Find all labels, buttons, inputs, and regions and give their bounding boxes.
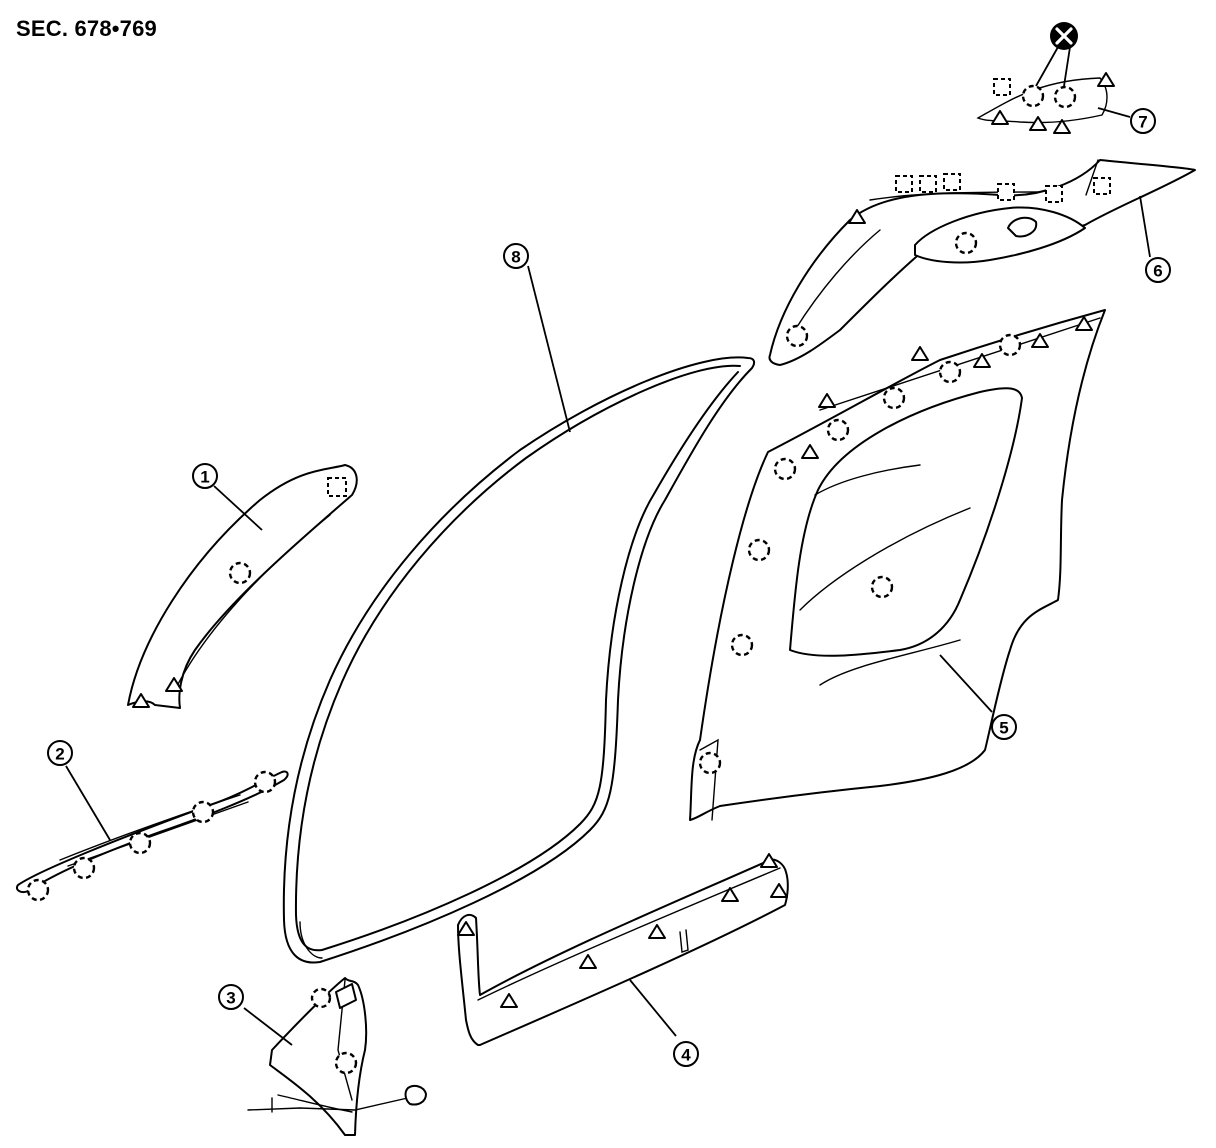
triangle-clip-icon: [973, 353, 991, 368]
callout-5: 5: [991, 714, 1017, 740]
dashed-circle-clip-icon: [128, 831, 152, 855]
triangle-clip-icon: [1075, 316, 1093, 331]
triangle-clip-icon: [165, 677, 183, 692]
triangle-clip-icon: [818, 393, 836, 408]
part-1-pillar-garnish: [127, 464, 358, 709]
dashed-square-clip-icon: [943, 173, 961, 191]
dashed-circle-clip-icon: [698, 751, 722, 775]
svg-text:2: 2: [55, 745, 64, 764]
dashed-square-clip-icon: [327, 477, 347, 497]
dashed-square-clip-icon: [895, 175, 913, 193]
triangle-clip-icon: [721, 887, 739, 902]
callout-1: 1: [192, 463, 218, 489]
callout-2: 2: [47, 740, 73, 766]
leader-lines: [65, 107, 1151, 1046]
square-symbols: [327, 78, 1111, 497]
triangle-clip-icon: [500, 993, 518, 1008]
dashed-circle-clip-icon: [773, 457, 797, 481]
dashed-circle-clip-icon: [334, 1051, 358, 1075]
dashed-circle-clip-icon: [1053, 85, 1077, 109]
dashed-circle-clip-icon: [870, 575, 894, 599]
triangle-clip-icon: [801, 444, 819, 459]
triangle-clip-icon: [1029, 116, 1047, 131]
clip-symbols: [26, 84, 1077, 1075]
triangle-clip-icon: [457, 921, 475, 936]
part-2-sill-strip: [16, 770, 289, 894]
dashed-circle-clip-icon: [310, 987, 332, 1009]
dashed-circle-clip-icon: [730, 633, 754, 657]
part-4-rocker-trim: [457, 858, 789, 1046]
dashed-circle-clip-icon: [228, 561, 252, 585]
dashed-square-clip-icon: [993, 78, 1011, 96]
triangle-clip-icon: [770, 883, 788, 898]
svg-text:8: 8: [511, 248, 520, 267]
callout-4: 4: [673, 1041, 699, 1067]
triangle-clip-icon: [1097, 72, 1115, 87]
dashed-circle-clip-icon: [938, 360, 962, 384]
callout-3: 3: [218, 984, 244, 1010]
svg-text:1: 1: [200, 468, 209, 487]
part-3-lower-finisher: [247, 977, 427, 1136]
triangle-clip-icon: [648, 924, 666, 939]
callouts: 1 2 3 4 5 6 7 8: [47, 108, 1171, 1067]
dashed-circle-clip-icon: [954, 231, 978, 255]
dashed-square-clip-icon: [1045, 185, 1063, 203]
svg-text:3: 3: [226, 989, 235, 1008]
dashed-square-clip-icon: [997, 183, 1015, 201]
triangle-clip-icon: [760, 853, 778, 868]
part-7-small-panel: [976, 22, 1108, 124]
dashed-circle-clip-icon: [1021, 84, 1045, 108]
part-8-weatherstrip: [282, 356, 756, 964]
dashed-circle-clip-icon: [826, 418, 850, 442]
dashed-circle-clip-icon: [998, 333, 1022, 357]
dashed-circle-clip-icon: [253, 770, 277, 794]
dashed-square-clip-icon: [919, 175, 937, 193]
dashed-circle-clip-icon: [26, 878, 50, 902]
triangle-clip-icon: [848, 209, 866, 224]
dashed-circle-clip-icon: [785, 324, 809, 348]
triangle-clip-icon: [911, 346, 929, 361]
dashed-circle-clip-icon: [882, 386, 906, 410]
triangle-clip-icon: [1031, 333, 1049, 348]
callout-6: 6: [1145, 257, 1171, 283]
callout-7: 7: [1130, 108, 1156, 134]
part-5-side-trim: [689, 309, 1106, 821]
triangle-clip-icon: [991, 110, 1009, 125]
svg-text:6: 6: [1153, 262, 1162, 281]
part-6-roof-garnish: [768, 159, 1196, 366]
dashed-circle-clip-icon: [747, 538, 771, 562]
triangle-clip-icon: [579, 954, 597, 969]
dashed-square-clip-icon: [1093, 177, 1111, 195]
triangle-clip-icon: [1053, 119, 1071, 134]
dashed-circle-clip-icon: [72, 856, 96, 880]
section-title: SEC. 678•769: [16, 16, 157, 41]
dashed-circle-clip-icon: [191, 800, 215, 824]
svg-text:7: 7: [1138, 113, 1147, 132]
svg-text:5: 5: [999, 719, 1008, 738]
triangle-clip-icon: [132, 693, 150, 708]
triangle-symbols: [132, 72, 1115, 1008]
callout-8: 8: [503, 243, 529, 269]
svg-text:4: 4: [681, 1046, 691, 1065]
